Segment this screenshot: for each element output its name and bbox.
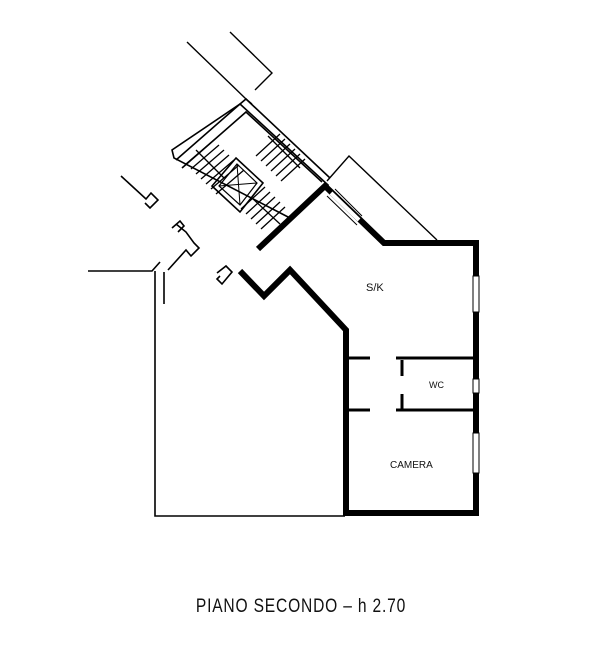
wall-stubs xyxy=(120,175,234,286)
apartment-walls xyxy=(237,181,479,516)
context-lines xyxy=(186,31,438,241)
windows xyxy=(326,188,480,474)
room-label-wc: WC xyxy=(429,380,444,390)
room-label-camera: CAMERA xyxy=(390,460,433,471)
terrace-outline xyxy=(88,261,345,517)
lift-shaft xyxy=(210,156,265,214)
room-label-sk: S/K xyxy=(366,282,384,294)
stairwell xyxy=(171,97,331,230)
floor-caption: PIANO SECONDO – h 2.70 xyxy=(195,596,407,617)
